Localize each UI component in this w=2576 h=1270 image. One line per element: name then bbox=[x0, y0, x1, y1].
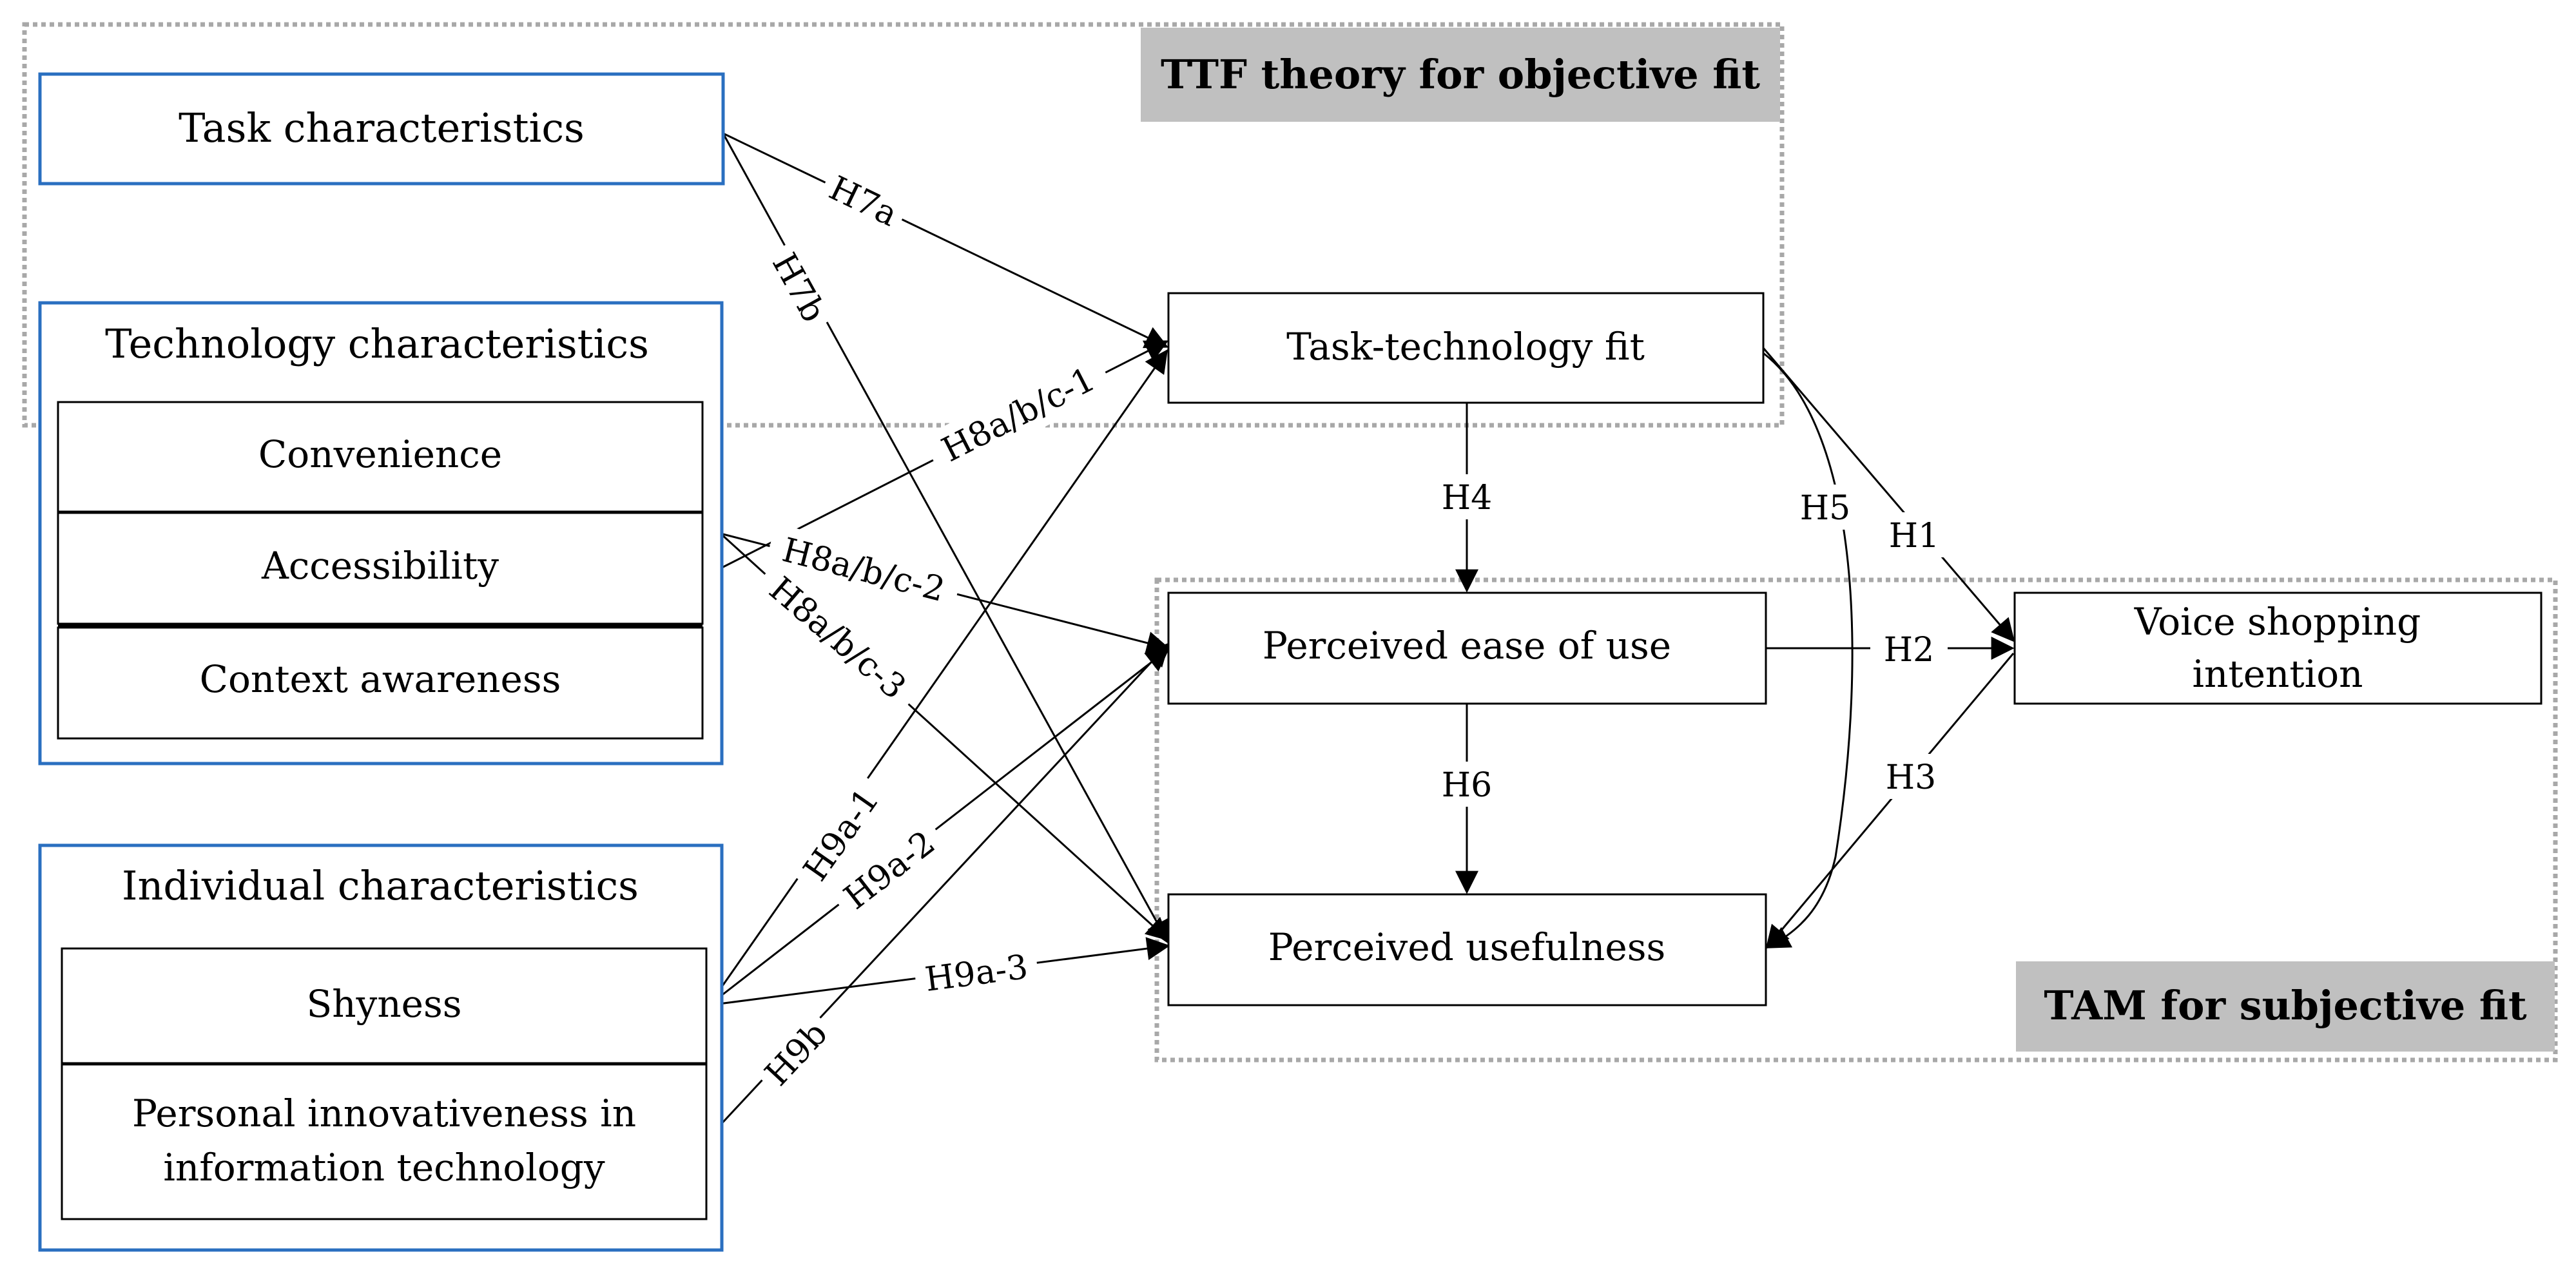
individual-characteristics-group: Individual characteristics Shyness Perso… bbox=[38, 843, 724, 1252]
edge-h9a-2 bbox=[708, 648, 1170, 1006]
edge-h5 bbox=[1763, 352, 1854, 948]
context-awareness-box bbox=[57, 626, 704, 740]
task-technology-fit-box: Task-technology fit bbox=[1167, 292, 1765, 404]
ttf-frame-title: TTF theory for objective fit bbox=[1161, 51, 1760, 98]
voice-shopping-intention-line2: intention bbox=[2192, 652, 2363, 696]
tam-frame-header: TAM for subjective fit bbox=[2016, 961, 2555, 1052]
accessibility-box bbox=[57, 512, 704, 625]
context-awareness-label: Context awareness bbox=[200, 657, 561, 701]
convenience-box bbox=[57, 401, 704, 513]
edge-h1 bbox=[1762, 347, 2015, 642]
technology-characteristics-label: Technology characteristics bbox=[105, 320, 649, 367]
perceived-ease-of-use-label: Perceived ease of use bbox=[1263, 624, 1671, 668]
perceived-usefulness-box: Perceived usefulness bbox=[1167, 893, 1767, 1006]
edge-label-h4: H4 bbox=[1442, 479, 1492, 517]
perceived-ease-of-use-box: Perceived ease of use bbox=[1167, 592, 1767, 705]
edge-label-h5: H5 bbox=[1800, 489, 1850, 528]
ttf-frame bbox=[22, 22, 1785, 428]
edge-label-h3: H3 bbox=[1886, 758, 1936, 797]
edge-label-h8-1: H8a/b/c-1 bbox=[936, 360, 1101, 470]
shyness-label: Shyness bbox=[306, 982, 461, 1026]
edge-h9a-1 bbox=[708, 349, 1168, 1006]
edge-h7a bbox=[722, 132, 1169, 349]
tam-frame bbox=[1154, 577, 2558, 1063]
voice-shopping-intention-box: Voice shopping intention bbox=[2013, 592, 2542, 705]
individual-characteristics-label: Individual characteristics bbox=[122, 862, 639, 909]
task-technology-fit-label: Task-technology fit bbox=[1286, 325, 1645, 369]
edge-h3 bbox=[1765, 653, 2015, 949]
piit-box bbox=[61, 1063, 708, 1220]
edge-label-h2: H2 bbox=[1884, 631, 1934, 669]
convenience-label: Convenience bbox=[258, 432, 502, 476]
perceived-usefulness-label: Perceived usefulness bbox=[1268, 925, 1666, 969]
voice-shopping-intention-line1: Voice shopping bbox=[2134, 600, 2421, 644]
technology-characteristics-group: Technology characteristics Convenience A… bbox=[38, 301, 724, 765]
shyness-box bbox=[61, 947, 708, 1064]
tam-frame-title: TAM for subjective fit bbox=[2044, 982, 2527, 1029]
ttf-frame-header: TTF theory for objective fit bbox=[1141, 28, 1780, 122]
edge-label-h1: H1 bbox=[1889, 517, 1939, 555]
accessibility-label: Accessibility bbox=[261, 544, 499, 588]
task-characteristics-box: Task characteristics bbox=[38, 72, 725, 186]
task-characteristics-label: Task characteristics bbox=[179, 104, 585, 151]
piit-label-line1: Personal innovativeness in bbox=[132, 1092, 636, 1135]
edge-label-h6: H6 bbox=[1442, 766, 1492, 805]
piit-label-line2: information technology bbox=[163, 1146, 605, 1189]
